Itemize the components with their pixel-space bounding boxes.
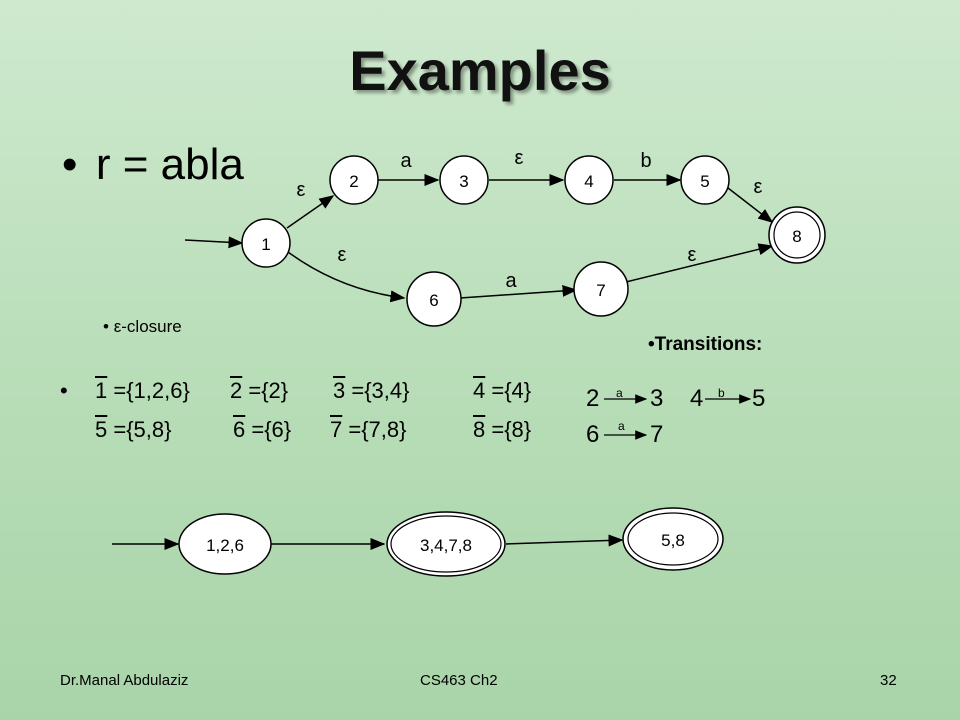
transition-2-to: 5 — [752, 385, 766, 412]
footer-author: Dr.Manal Abdulaziz — [60, 672, 189, 689]
closure-7: 7 ={7,8} — [330, 417, 407, 442]
bullet-dot: • — [62, 140, 78, 189]
edge-label-4-5: b — [640, 150, 651, 172]
svg-text:6: 6 — [429, 291, 438, 310]
dfa-state-5-8-accepting: 5,8 — [622, 507, 724, 571]
dfa-edge-b — [505, 534, 624, 547]
transition-2-label: b — [718, 386, 725, 400]
transition-1-to: 3 — [650, 385, 664, 412]
edge-label-2-3: a — [400, 150, 412, 172]
nfa-state-5: 5 — [680, 155, 730, 205]
transition-1-from: 2 — [586, 385, 600, 412]
closure-5: 5 ={5,8} — [95, 417, 172, 442]
slide-title: Examples — [349, 39, 611, 102]
svg-text:1: 1 — [261, 235, 270, 254]
edge-6-7 — [459, 284, 578, 299]
closure-4: 4 ={4} — [473, 378, 532, 403]
closure-1: 1 ={1,2,6} — [95, 378, 190, 403]
transition-3-to: 7 — [650, 421, 664, 448]
dfa-state-3-4-7-8-accepting: 3,4,7,8 — [386, 511, 506, 577]
regex-text: r = abla — [95, 140, 244, 189]
edge-1-2 — [286, 195, 335, 229]
edge-label-1-2: ε — [297, 179, 306, 201]
svg-text:4: 4 — [584, 172, 593, 191]
edge-label-6-7: a — [505, 270, 517, 292]
footer-course: CS463 Ch2 — [420, 672, 498, 689]
edge-1-6 — [287, 251, 406, 303]
bullet-dot: • — [103, 317, 114, 336]
transition-2-from: 4 — [690, 385, 704, 412]
nfa-state-3: 3 — [439, 155, 489, 205]
edge-label-1-6: ε — [338, 244, 347, 266]
edge-5-8 — [727, 187, 774, 223]
closure-2: 2 ={2} — [230, 378, 289, 403]
edge-label-5-8: ε — [754, 176, 763, 198]
svg-text:5,8: 5,8 — [661, 531, 685, 550]
transitions-label: •Transitions: — [648, 334, 763, 355]
footer-page-number: 32 — [880, 672, 897, 689]
closure-bullet: • ε-closure — [103, 317, 182, 337]
closure-8: 8 ={8} — [473, 417, 532, 442]
nfa-state-8-accepting: 8 — [768, 206, 826, 264]
transition-3-from: 6 — [586, 421, 600, 448]
svg-text:7: 7 — [596, 281, 605, 300]
nfa-state-6: 6 — [406, 271, 462, 327]
edge-label-7-8: ε — [688, 244, 697, 266]
svg-text:8: 8 — [792, 227, 801, 246]
nfa-state-2: 2 — [329, 155, 379, 205]
svg-text:3,4,7,8: 3,4,7,8 — [420, 536, 472, 555]
closure-6: 6 ={6} — [233, 417, 292, 442]
nfa-state-4: 4 — [564, 155, 614, 205]
svg-text:1,2,6: 1,2,6 — [206, 536, 244, 555]
edge-label-3-4: ε — [515, 147, 524, 169]
svg-text:2: 2 — [349, 172, 358, 191]
svg-text:3: 3 — [459, 172, 468, 191]
dfa-state-1-2-6: 1,2,6 — [178, 513, 272, 575]
nfa-state-1: 1 — [241, 218, 291, 268]
bullet-dot: • — [60, 378, 80, 403]
closure-label: ε-closure — [113, 317, 182, 336]
closure-row-1: • — [60, 378, 80, 404]
transition-1-label: a — [616, 386, 623, 400]
transition-3-label: a — [618, 419, 625, 433]
closure-3: 3 ={3,4} — [333, 378, 410, 403]
regex-bullet: • r = abla — [62, 140, 244, 190]
edge-7-8 — [625, 243, 774, 283]
nfa-start-arrow — [184, 236, 244, 249]
svg-text:5: 5 — [700, 172, 709, 191]
nfa-state-7: 7 — [573, 261, 629, 317]
